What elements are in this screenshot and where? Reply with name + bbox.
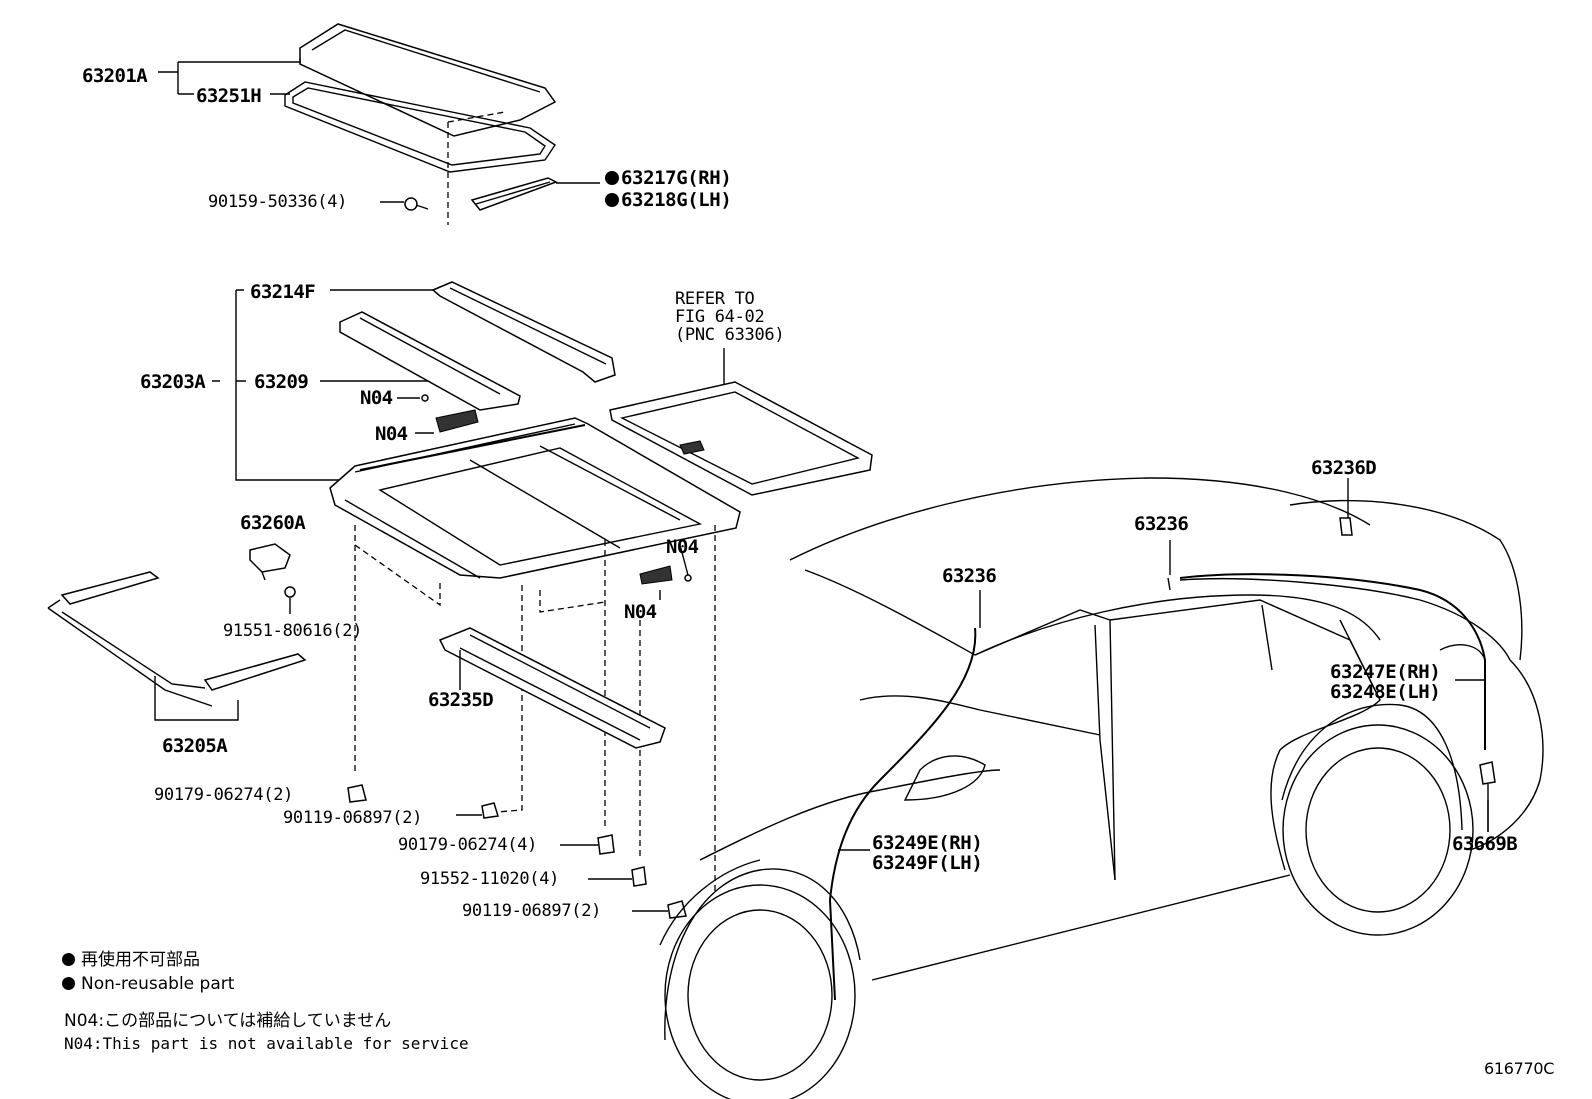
label-91552: 91552-11020(4): [420, 869, 560, 889]
label-63236-a: 63236: [1134, 513, 1189, 535]
drain-bar-63209: [339, 311, 521, 411]
nonreusable-dot-icon: [605, 171, 619, 185]
label-63203A: 63203A: [140, 371, 206, 393]
sunroof-glass: [299, 23, 557, 137]
bullet-icon: [62, 977, 75, 990]
label-63236D: 63236D: [1311, 457, 1377, 479]
label-63205A: 63205A: [162, 735, 228, 757]
drive-cable-rails: [47, 571, 307, 707]
label-n04-c: N04: [666, 536, 699, 558]
wind-deflector: [431, 281, 616, 383]
label-90159: 90159-50336(4): [208, 192, 348, 212]
sunroof-motor: [249, 543, 291, 581]
bullet-icon: [62, 953, 75, 966]
legend-n04-en: N04:This part is not available for servi…: [64, 1034, 469, 1053]
glass-weatherstrip: [284, 81, 556, 173]
glass-side-strip: [470, 177, 600, 211]
label-refer-1: REFER TO: [675, 289, 755, 309]
vehicle-outline: [659, 477, 1544, 1099]
legend-nonreusable-en-text: Non-reusable part: [81, 974, 235, 994]
label-refer-2: FIG 64-02: [675, 307, 765, 327]
label-63236-b: 63236: [942, 565, 997, 587]
fasteners: [347, 784, 687, 919]
reinforcement-63235D: [438, 627, 666, 749]
label-90119-2b: 90119-06897(2): [462, 901, 602, 921]
label-63235D: 63235D: [428, 689, 494, 711]
label-refer-3: (PNC 63306): [675, 325, 785, 345]
label-n04-a: N04: [360, 387, 393, 409]
figure-id: 616770C: [1484, 1059, 1555, 1078]
label-n04-b: N04: [375, 423, 408, 445]
label-63209: 63209: [254, 371, 309, 393]
label-63249E: 63249E(RH): [872, 832, 983, 854]
label-63247E: 63247E(RH): [1330, 661, 1441, 683]
legend-n04-jp: N04:この部品については補給していません: [64, 1011, 392, 1031]
label-90179-4: 90179-06274(4): [398, 835, 538, 855]
sunshade: [609, 348, 873, 496]
label-63260A: 63260A: [240, 512, 306, 534]
label-90119-2a: 90119-06897(2): [283, 808, 423, 828]
label-63249F: 63249F(LH): [872, 852, 983, 874]
label-63214F: 63214F: [250, 281, 316, 303]
screw-90159: [380, 197, 429, 211]
sunroof-frame: [329, 417, 741, 579]
label-63669B: 63669B: [1452, 833, 1518, 855]
label-63218G: 63218G(LH): [605, 189, 732, 211]
label-90179-2: 90179-06274(2): [154, 785, 294, 805]
label-63217G: 63217G(RH): [605, 167, 732, 189]
legend-nonreusable-en: Non-reusable part: [62, 974, 234, 994]
label-63201A: 63201A: [82, 65, 148, 87]
label-n04-d: N04: [624, 601, 657, 623]
nonreusable-dot-icon: [605, 193, 619, 207]
legend-nonreusable-jp: 再使用不可部品: [62, 950, 200, 970]
legend-nonreusable-jp-text: 再使用不可部品: [81, 950, 200, 970]
label-63217G-text: 63217G(RH): [621, 167, 732, 189]
label-63218G-text: 63218G(LH): [621, 189, 732, 211]
label-63248E: 63248E(LH): [1330, 681, 1441, 703]
label-91551: 91551-80616(2): [223, 621, 363, 641]
label-63251H: 63251H: [196, 85, 262, 107]
